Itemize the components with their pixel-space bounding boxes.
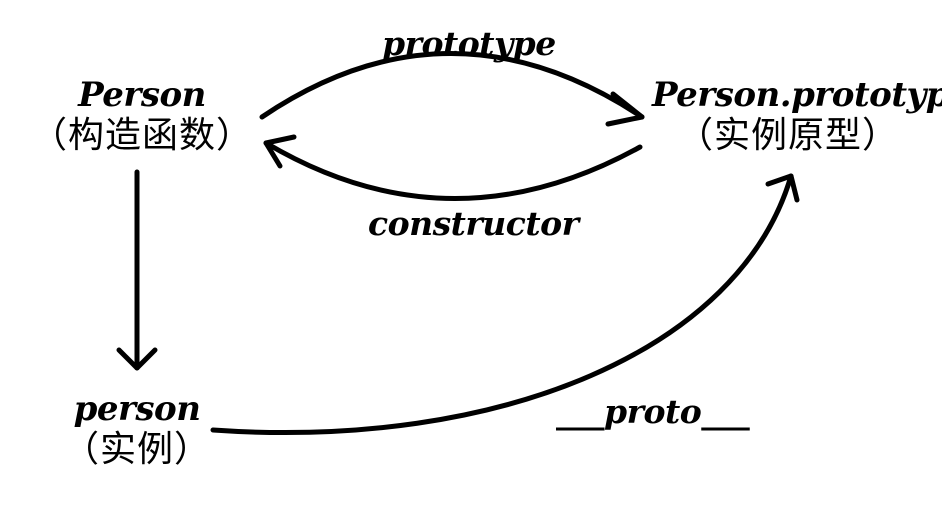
instantiate-edge-arrowhead <box>116 347 158 371</box>
prototype-object-node: Person.prototype （实例原型） <box>652 75 942 157</box>
instance-desc: （实例） <box>62 429 211 471</box>
prototype-edge-arrowhead <box>605 91 645 127</box>
proto-edge <box>210 173 794 435</box>
prototype-edge <box>259 51 645 120</box>
constructor-edge <box>263 140 643 201</box>
constructor-function-node: Person （构造函数） <box>22 75 262 157</box>
prototype-object-desc: （实例原型） <box>676 115 899 157</box>
instance-name: person <box>73 389 201 429</box>
constructor-function-desc: （构造函数） <box>30 115 253 157</box>
instance-node: person （实例） <box>62 389 212 471</box>
constructor-edge-label: constructor <box>368 204 579 243</box>
prototype-edge-label: prototype <box>382 24 556 63</box>
proto-edge-arrowhead <box>765 173 800 203</box>
constructor-function-name: Person <box>78 75 206 115</box>
proto-edge-label: ___proto___ <box>556 392 750 431</box>
prototype-object-name: Person.prototype <box>652 75 942 115</box>
constructor-edge-arrowhead <box>263 134 297 169</box>
